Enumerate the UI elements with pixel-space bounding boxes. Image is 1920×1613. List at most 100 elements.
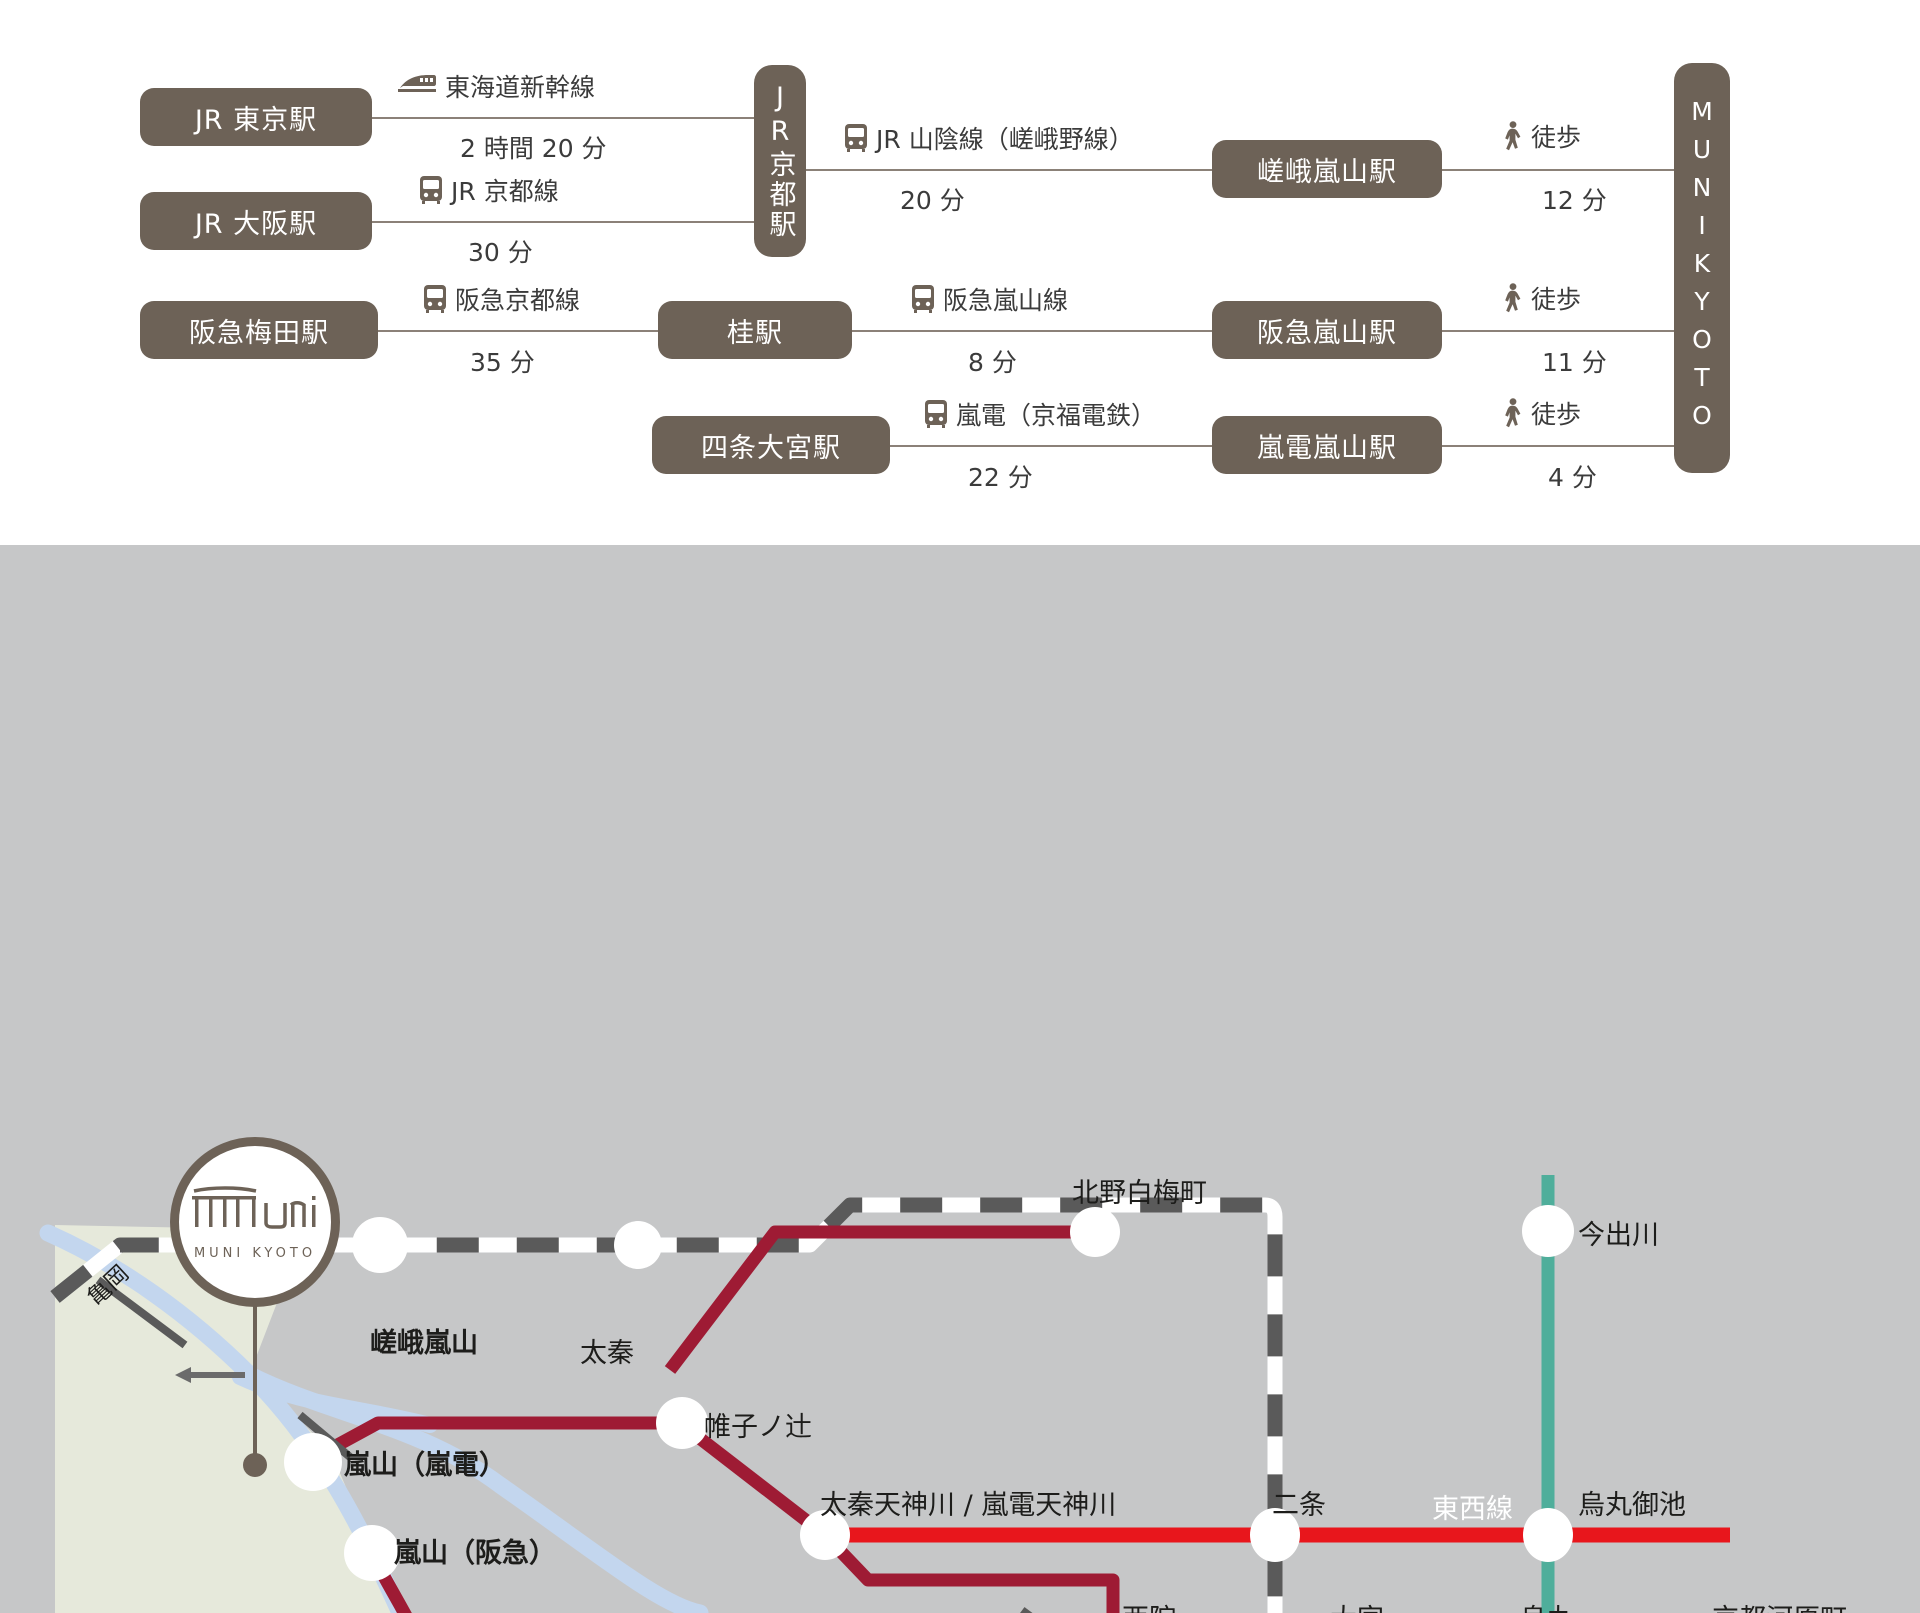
- station-dot-arashiyama-randen[interactable]: [284, 1433, 342, 1491]
- connector-randen-muni: [1442, 445, 1674, 447]
- station-node-jr-kyoto[interactable]: JR京都駅: [754, 65, 806, 257]
- station-node-hankyu-umeda[interactable]: 阪急梅田駅: [140, 301, 378, 359]
- connector-tokyo-kyoto: [372, 117, 754, 119]
- walk-icon: [1502, 398, 1522, 428]
- leg-walk-11: 徒歩: [1502, 280, 1581, 316]
- station-dot-kitano-hakubaicho[interactable]: [1070, 1207, 1120, 1257]
- leg-walk-11-time: 11 分: [1542, 348, 1607, 377]
- leg-line-label: 東海道新幹線: [445, 73, 596, 102]
- station-node-hankyu-arashiyama[interactable]: 阪急嵐山駅: [1212, 301, 1442, 359]
- walk-icon: [1502, 121, 1522, 151]
- leg-line-label: JR 京都線: [451, 177, 559, 206]
- leg-line-label: JR 山陰線（嵯峨野線）: [876, 125, 1134, 154]
- connector-osaka-kyoto: [372, 221, 754, 223]
- station-label-imadegawa: 今出川: [1578, 1220, 1659, 1251]
- logo-pin-ball: [243, 1453, 267, 1477]
- connector-hankyuara-muni: [1442, 330, 1674, 332]
- leg-jr-sanin-time: 20 分: [900, 186, 965, 215]
- leg-randen: 嵐電（京福電鉄）: [925, 396, 1156, 432]
- station-label: 嵐電嵐山駅: [1257, 432, 1397, 464]
- connector-kyoto-saga: [806, 169, 1242, 171]
- leg-shinkansen-time: 2 時間 20 分: [460, 134, 607, 163]
- connector-katsura-hankyuara: [852, 330, 1242, 332]
- station-label-omiya: 大宮: [1330, 1597, 1384, 1613]
- destination-node-muni-kyoto[interactable]: MUNIKYOTO: [1674, 63, 1730, 473]
- leg-walk-12-time: 12 分: [1542, 186, 1607, 215]
- station-dot-uzumasa-tenjingawa[interactable]: [800, 1510, 850, 1560]
- logo-subtitle: MUNI KYOTO: [193, 1246, 317, 1261]
- map-terrain: [39, 1224, 709, 1613]
- station-dot-imadegawa[interactable]: [1522, 1205, 1574, 1257]
- station-dot-katabiranotsuji[interactable]: [656, 1397, 708, 1449]
- logo-pin-stem: [253, 1285, 257, 1460]
- leg-shinkansen: 東海道新幹線: [398, 68, 595, 104]
- station-dot-saga-arashiyama[interactable]: [352, 1217, 408, 1273]
- station-label: 四条大宮駅: [701, 432, 841, 464]
- station-node-jr-osaka[interactable]: JR 大阪駅: [140, 192, 372, 250]
- station-dot-uzumasa[interactable]: [614, 1221, 662, 1269]
- station-label-saga-arashiyama: 嵯峨嵐山: [370, 1328, 478, 1359]
- hankyu-arashiyama-line: [366, 1551, 412, 1613]
- station-label-nijo: 二条: [1272, 1490, 1326, 1521]
- connector-umeda-katsura: [378, 330, 658, 332]
- station-node-jr-tokyo[interactable]: JR 東京駅: [140, 88, 372, 146]
- station-label-kyoto-kawaramachi: 京都河原町: [1712, 1597, 1847, 1613]
- leg-hankyu-arashiyama-time: 8 分: [968, 348, 1017, 377]
- leg-hankyu-kyoto-time: 35 分: [470, 348, 535, 377]
- leg-line-label: 阪急京都線: [455, 286, 581, 315]
- leg-hankyu-arashiyama: 阪急嵐山線: [912, 281, 1068, 317]
- station-label-uzumasa: 太秦: [580, 1338, 634, 1369]
- train-icon: [845, 124, 867, 152]
- route-map: 亀岡 北野白梅町 今出川 嵯峨嵐山 太秦: [0, 545, 1920, 1613]
- leg-jr-kyoto-line: JR 京都線: [420, 172, 559, 208]
- kameoka-direction-arrow: [175, 1367, 245, 1383]
- leg-hankyu-kyoto: 阪急京都線: [424, 281, 580, 317]
- station-label: JR 大阪駅: [194, 208, 318, 240]
- map-rail-lines: [50, 1175, 1730, 1613]
- station-dot-karasuma-oike[interactable]: [1523, 1508, 1573, 1562]
- line-label-tozai: 東西線: [1432, 1494, 1513, 1525]
- station-label: JR京都駅: [764, 82, 796, 240]
- leg-walk-12: 徒歩: [1502, 118, 1581, 154]
- station-node-katsura[interactable]: 桂駅: [658, 301, 852, 359]
- leg-walk-4-time: 4 分: [1548, 463, 1597, 492]
- leg-walk-4: 徒歩: [1502, 395, 1581, 431]
- connector-saga-muni: [1442, 169, 1674, 171]
- shinkansen-icon: [398, 75, 436, 97]
- station-label-katabiranotsuji: 帷子ノ辻: [704, 1412, 812, 1443]
- train-icon: [912, 285, 934, 313]
- station-node-shijo-omiya[interactable]: 四条大宮駅: [652, 416, 890, 474]
- leg-randen-time: 22 分: [968, 463, 1033, 492]
- train-icon: [420, 176, 442, 204]
- leg-jr-kyoto-line-time: 30 分: [468, 238, 533, 267]
- connector-shijoomiya-randen: [890, 445, 1242, 447]
- station-label: 阪急嵐山駅: [1257, 317, 1397, 349]
- leg-line-label: 徒歩: [1531, 400, 1582, 429]
- station-dot-arashiyama-hankyu[interactable]: [344, 1525, 400, 1581]
- access-diagram: JR 東京駅 JR 大阪駅 阪急梅田駅 四条大宮駅 JR京都駅 桂駅 嵯峨嵐山駅…: [0, 0, 1920, 545]
- train-icon: [424, 285, 446, 313]
- station-dot-nijo[interactable]: [1250, 1508, 1300, 1562]
- station-label-uzumasa-tenjingawa: 太秦天神川 / 嵐電天神川: [820, 1490, 1117, 1521]
- leg-line-label: 徒歩: [1531, 285, 1582, 314]
- station-node-randen-arashiyama[interactable]: 嵐電嵐山駅: [1212, 416, 1442, 474]
- station-label: 桂駅: [727, 317, 783, 349]
- logo-wordmark: [190, 1183, 320, 1239]
- station-label-karasuma-oike: 烏丸御池: [1578, 1490, 1686, 1521]
- station-label-karasuma: 烏丸: [1520, 1597, 1574, 1613]
- train-icon: [925, 400, 947, 428]
- station-label: JR 東京駅: [194, 104, 318, 136]
- leg-jr-sanin: JR 山陰線（嵯峨野線）: [845, 120, 1134, 156]
- leg-line-label: 阪急嵐山線: [943, 286, 1069, 315]
- station-label-saiin: 西院: [1122, 1597, 1176, 1613]
- station-node-saga-arashiyama[interactable]: 嵯峨嵐山駅: [1212, 140, 1442, 198]
- station-label: 嵯峨嵐山駅: [1257, 156, 1397, 188]
- station-label-arashiyama-hankyu: 嵐山（阪急）: [394, 1538, 556, 1569]
- station-label-kitano-hakubaicho: 北野白梅町: [1072, 1178, 1207, 1209]
- leg-line-label: 徒歩: [1531, 123, 1582, 152]
- destination-label: MUNIKYOTO: [1687, 97, 1717, 439]
- station-label-arashiyama-randen: 嵐山（嵐電）: [344, 1450, 506, 1481]
- muni-kyoto-logo[interactable]: MUNI KYOTO: [170, 1137, 340, 1307]
- walk-icon: [1502, 283, 1522, 313]
